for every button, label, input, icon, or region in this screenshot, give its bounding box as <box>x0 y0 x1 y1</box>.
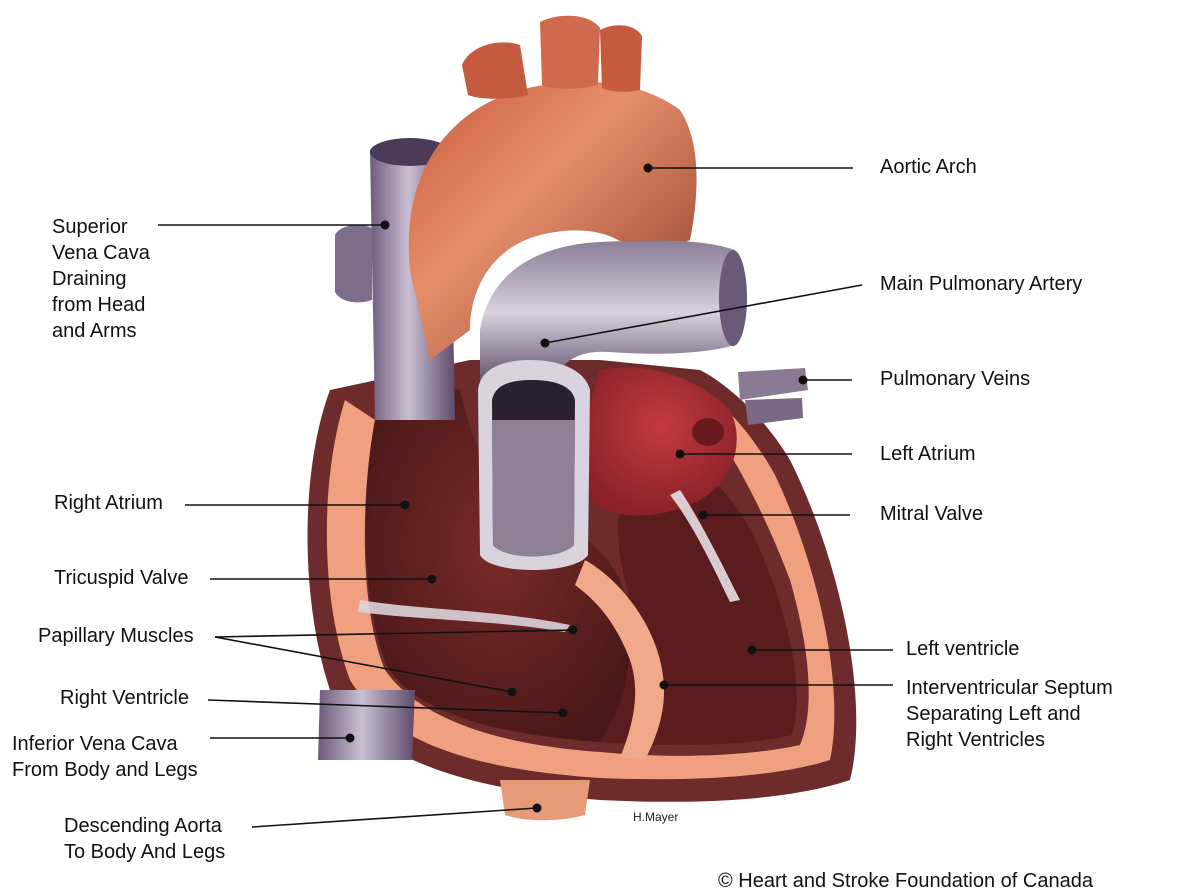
label-tricuspid-valve: Tricuspid Valve <box>54 565 189 591</box>
label-superior-vena-cava: Superior Vena Cava Draining from Head an… <box>52 214 150 344</box>
label-mitral-valve: Mitral Valve <box>880 501 983 527</box>
label-right-atrium: Right Atrium <box>54 490 163 516</box>
aorta-line-2: To Body And Legs <box>64 839 225 865</box>
label-left-ventricle: Left ventricle <box>906 636 1019 662</box>
label-interventricular-septum: Interventricular Septum Separating Left … <box>906 675 1113 753</box>
svc-line-1: Superior <box>52 214 150 240</box>
label-inferior-vena-cava: Inferior Vena Cava From Body and Legs <box>12 731 198 783</box>
svc-line-2: Vena Cava <box>52 240 150 266</box>
label-right-ventricle: Right Ventricle <box>60 685 189 711</box>
heart-illustration <box>308 16 857 821</box>
ivc-line-2: From Body and Legs <box>12 757 198 783</box>
label-descending-aorta: Descending Aorta To Body And Legs <box>64 813 225 865</box>
label-aortic-arch: Aortic Arch <box>880 154 977 180</box>
label-papillary-muscles: Papillary Muscles <box>38 623 194 649</box>
septum-line-3: Right Ventricles <box>906 727 1113 753</box>
label-main-pulmonary-artery: Main Pulmonary Artery <box>880 271 1082 297</box>
label-left-atrium: Left Atrium <box>880 441 976 467</box>
septum-line-2: Separating Left and <box>906 701 1113 727</box>
svc-line-4: from Head <box>52 292 150 318</box>
svc-line-3: Draining <box>52 266 150 292</box>
ivc-line-1: Inferior Vena Cava <box>12 731 198 757</box>
septum-line-1: Interventricular Septum <box>906 675 1113 701</box>
svc-line-5: and Arms <box>52 318 150 344</box>
aorta-line-1: Descending Aorta <box>64 813 225 839</box>
artist-signature: H.Mayer <box>633 810 678 824</box>
label-pulmonary-veins: Pulmonary Veins <box>880 366 1030 392</box>
copyright-notice: © Heart and Stroke Foundation of Canada <box>718 870 1093 893</box>
